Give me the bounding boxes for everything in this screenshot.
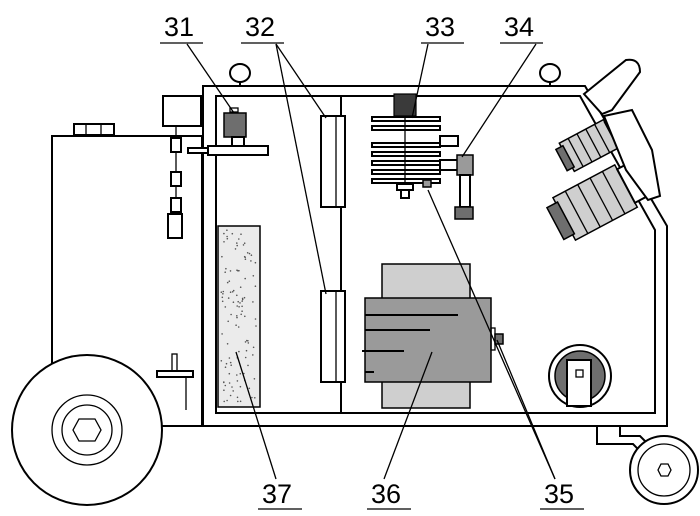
label-35: 35 — [540, 479, 584, 510]
front-wheel — [11, 354, 163, 506]
wire-spool — [548, 344, 612, 408]
cylinder-valve — [73, 123, 115, 136]
leader-lines — [186, 43, 556, 480]
transformer — [362, 263, 504, 409]
label-33-text: 33 — [425, 12, 455, 42]
label-32-text: 32 — [245, 12, 275, 42]
lifting-ring-left — [229, 63, 251, 86]
label-35-text: 35 — [544, 479, 574, 509]
lifting-ring-right — [539, 63, 561, 86]
filter — [217, 225, 261, 408]
heatsink — [371, 93, 441, 199]
hanging-hose — [167, 137, 183, 239]
label-36-text: 36 — [371, 479, 401, 509]
circuit-board-upper — [320, 115, 346, 208]
stand — [156, 353, 194, 410]
label-37: 37 — [258, 479, 302, 510]
bracket — [439, 135, 474, 220]
socket-cover — [602, 108, 662, 202]
label-31: 31 — [160, 12, 203, 44]
output-socket-lower — [545, 160, 651, 242]
label-33: 33 — [421, 12, 464, 44]
label-36: 36 — [367, 479, 411, 510]
label-34: 34 — [500, 12, 543, 44]
circuit-board-lower — [320, 290, 346, 383]
solenoid-valve — [187, 107, 269, 156]
label-37-text: 37 — [262, 479, 292, 509]
handle — [582, 58, 642, 116]
label-32: 32 — [241, 12, 284, 44]
regulator — [162, 95, 202, 138]
label-31-text: 31 — [164, 12, 194, 42]
label-34-text: 34 — [504, 12, 534, 42]
castor-wheel — [596, 426, 699, 505]
